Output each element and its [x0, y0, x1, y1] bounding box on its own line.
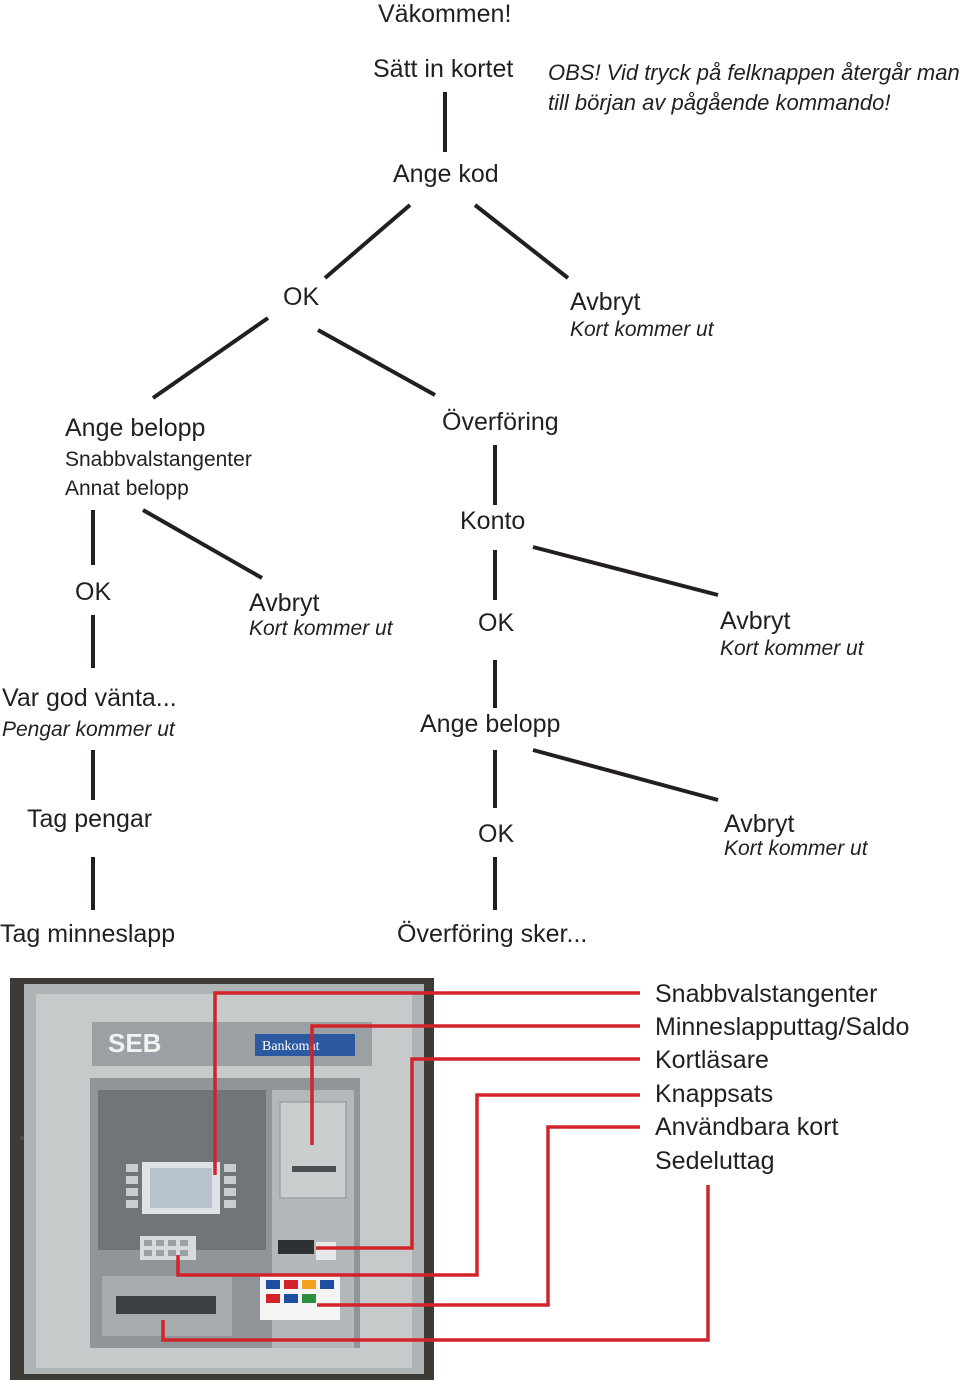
card-out-note-2: Kort kommer ut	[249, 617, 393, 640]
flowchart-connectors	[91, 92, 719, 910]
legend-usable-cards: Användbara kort	[655, 1113, 839, 1141]
ok-step-3: OK	[478, 609, 515, 637]
bankomat-sign	[255, 1034, 355, 1056]
cancel-step-3: Avbryt	[720, 607, 791, 635]
take-receipt-step: Tag minneslapp	[0, 920, 176, 948]
quick-keys-option: Snabbvalstangenter	[65, 448, 252, 471]
money-out-note: Pengar kommer ut	[2, 718, 175, 741]
enter-amount-step-2: Ange belopp	[420, 710, 561, 738]
please-wait-step: Var god vänta...	[2, 684, 177, 712]
receipt-slot	[292, 1166, 336, 1172]
enter-code-step: Ange kod	[393, 160, 499, 188]
atm-screen-display	[150, 1168, 212, 1208]
ok-step-1: OK	[283, 283, 320, 311]
note-line-1: OBS! Vid tryck på felknappen återgår man	[548, 60, 960, 85]
card-reader-slot	[278, 1240, 314, 1254]
card-out-note-1: Kort kommer ut	[570, 318, 714, 341]
cancel-step-2: Avbryt	[249, 589, 320, 617]
other-amount-option: Annat belopp	[65, 477, 189, 500]
welcome-text: Väkommen!	[378, 0, 512, 28]
cancel-step-1: Avbryt	[570, 288, 641, 316]
cash-dispenser-slot	[116, 1296, 216, 1314]
take-money-step: Tag pengar	[27, 805, 153, 833]
keypad-keys	[144, 1240, 188, 1256]
legend-keypad: Knappsats	[655, 1080, 774, 1108]
card-out-note-3: Kort kommer ut	[720, 637, 864, 660]
legend-cash-dispenser: Sedeluttag	[655, 1147, 775, 1175]
insert-card-step: Sätt in kortet	[373, 55, 514, 83]
enter-amount-step-1: Ange belopp	[65, 414, 206, 442]
card-logos	[266, 1280, 334, 1303]
note-line-2: till början av pågående kommando!	[548, 90, 891, 115]
card-out-note-4: Kort kommer ut	[724, 837, 868, 860]
legend-card-reader: Kortläsare	[655, 1046, 769, 1074]
transfer-step: Överföring	[442, 408, 559, 436]
legend-receipt-balance: Minneslapputtag/Saldo	[655, 1013, 910, 1041]
ok-step-4: OK	[478, 820, 515, 848]
ok-step-2: OK	[75, 578, 112, 606]
atm-photo: SEB Bankomat	[10, 978, 434, 1380]
seb-logo: SEB	[108, 1028, 161, 1058]
account-step: Konto	[460, 507, 526, 535]
bankomat-sign-text: Bankomat	[262, 1039, 320, 1054]
quick-keys	[126, 1164, 236, 1208]
cancel-step-4: Avbryt	[724, 810, 795, 838]
transfer-happening-step: Överföring sker...	[397, 920, 588, 948]
legend-quick-keys: Snabbvalstangenter	[655, 980, 878, 1008]
